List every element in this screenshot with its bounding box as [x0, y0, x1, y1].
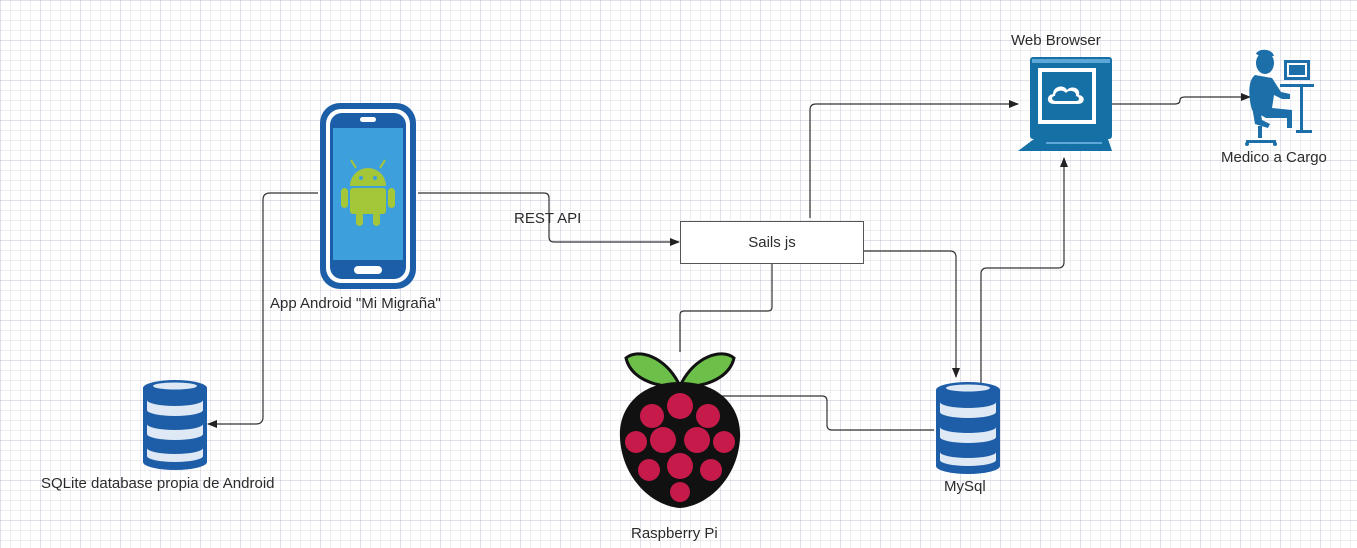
edge-mysql-to-browser [980, 157, 1068, 384]
android-app-label: App Android "Mi Migraña" [270, 295, 441, 312]
sqlite-database-icon [143, 380, 207, 470]
mysql-database-icon [936, 382, 1000, 474]
web-browser-label: Web Browser [1011, 32, 1101, 49]
edge-sails-to-mysql [862, 250, 960, 378]
medico-a-cargo-label: Medico a Cargo [1221, 149, 1327, 166]
rest-api-label: REST API [514, 210, 582, 227]
edge-sails-to-raspberry [679, 263, 773, 352]
raspberry-pi-icon [619, 352, 741, 508]
sails-js-node: Sails js [680, 221, 864, 264]
edge-app-to-sails [418, 192, 680, 246]
edge-raspberry-to-mysql [720, 395, 934, 431]
edge-app-to-sqlite [207, 192, 318, 428]
mysql-label: MySql [944, 478, 986, 495]
edge-sails-to-browser [809, 100, 1019, 218]
android-phone-icon [320, 103, 416, 289]
sqlite-database-label: SQLite database propia de Android [41, 475, 275, 492]
medico-person-icon [1245, 49, 1314, 146]
web-browser-computer-icon [1018, 57, 1112, 151]
edge-browser-to-medico [1112, 93, 1251, 105]
android-robot-icon [341, 159, 395, 226]
raspberry-pi-label: Raspberry Pi [631, 525, 718, 542]
sails-js-label: Sails js [748, 234, 796, 251]
